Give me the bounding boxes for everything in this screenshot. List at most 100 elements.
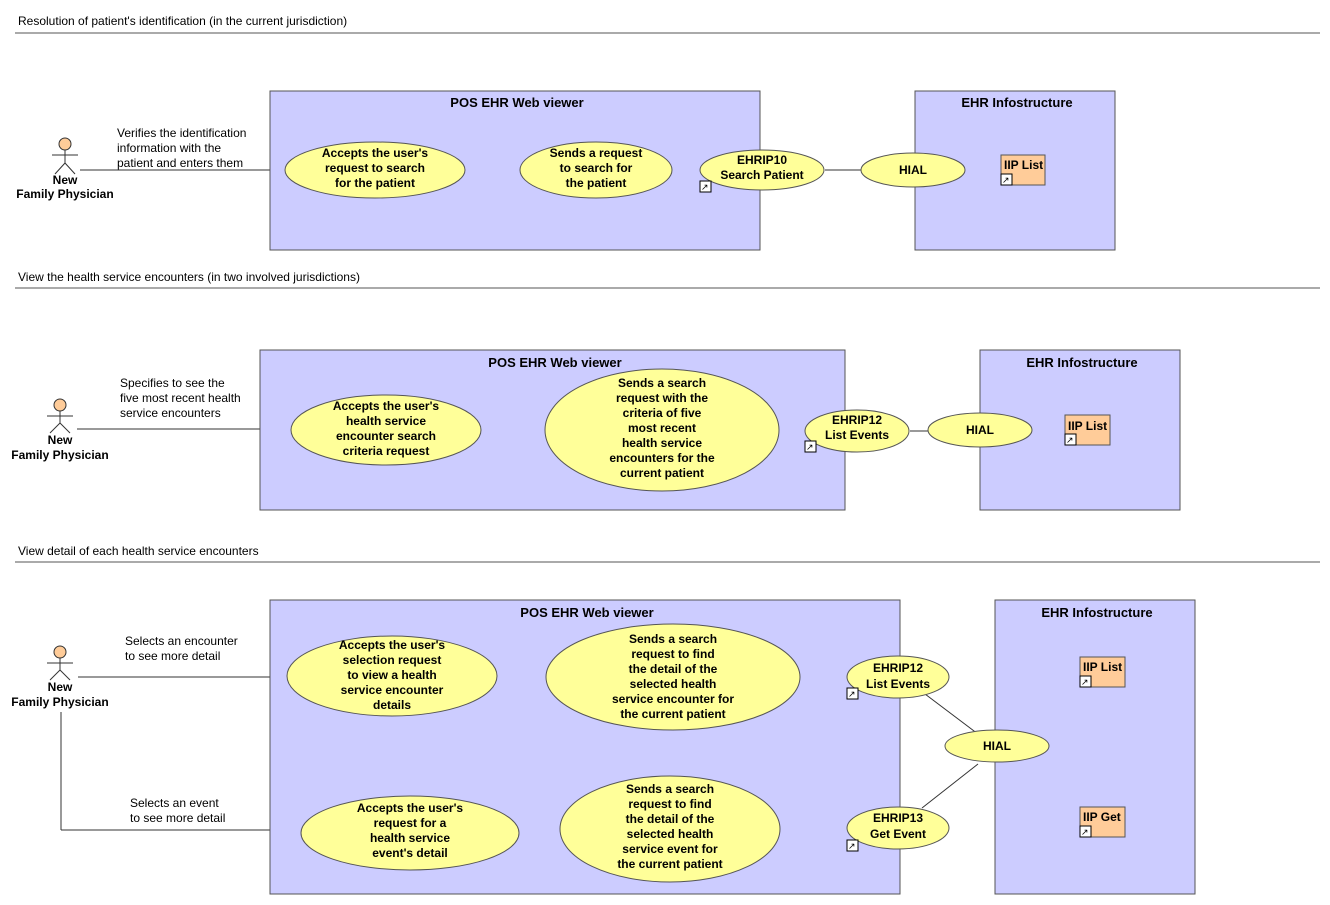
system-title: POS EHR Web viewer <box>488 355 621 370</box>
component-iip-get[interactable]: IIP Get ↗ <box>1079 806 1126 838</box>
note-line: to see more detail <box>130 811 225 825</box>
interaction-ehrip12[interactable]: EHRIP12 List Events ↗ <box>846 655 950 700</box>
usecase-label-line: Sends a search <box>626 782 714 796</box>
shortcut-link-icon[interactable]: ↗ <box>699 180 712 193</box>
note-line: service encounters <box>120 406 221 420</box>
usecase-label-line: for the patient <box>335 176 415 190</box>
component-label: IIP List <box>1083 660 1122 674</box>
actor-label-line: New <box>48 680 73 694</box>
interaction-label-line: EHRIP13 <box>873 811 923 825</box>
usecase-hial[interactable]: HIAL <box>927 412 1033 448</box>
interaction-ehrip12[interactable]: EHRIP12 List Events ↗ <box>804 409 910 453</box>
note-line: to see more detail <box>125 649 220 663</box>
interaction-ehrip13[interactable]: EHRIP13 Get Event ↗ <box>846 806 950 852</box>
svg-text:↗: ↗ <box>1002 176 1010 186</box>
actor-note: Selects an encounter to see more detail <box>125 634 238 663</box>
usecase-label-line: details <box>373 698 411 712</box>
actor-label-line: Family Physician <box>16 187 113 201</box>
note-line: five most recent health <box>120 391 241 405</box>
usecase-label-line: the patient <box>566 176 627 190</box>
component-iip-list[interactable]: IIP List ↗ <box>1064 414 1111 446</box>
svg-text:↗: ↗ <box>848 842 856 852</box>
actor-note: Verifies the identification information … <box>117 126 246 170</box>
interaction-label-line: Get Event <box>870 827 926 841</box>
actor-label-line: Family Physician <box>11 695 108 709</box>
interaction-link <box>924 693 979 735</box>
usecase-label-line: Sends a search <box>618 376 706 390</box>
usecase-label-line: Accepts the user's <box>333 399 440 413</box>
interaction-label-line: Search Patient <box>720 168 803 182</box>
actor-head-icon <box>53 398 67 412</box>
system-title: POS EHR Web viewer <box>450 95 583 110</box>
hial-label: HIAL <box>966 423 994 437</box>
shortcut-link-icon[interactable]: ↗ <box>1079 825 1092 838</box>
svg-text:↗: ↗ <box>848 690 856 700</box>
usecase-label-line: request to find <box>631 647 714 661</box>
usecase-label-line: the current patient <box>617 857 722 871</box>
usecase-accept-search-request[interactable]: Accepts the user's request to search for… <box>284 141 466 199</box>
shortcut-link-icon[interactable]: ↗ <box>1064 433 1077 446</box>
shortcut-link-icon[interactable]: ↗ <box>1079 675 1092 688</box>
actor-label-line: Family Physician <box>11 448 108 462</box>
component-label: IIP List <box>1004 158 1043 172</box>
usecase-label-line: criteria request <box>343 444 430 458</box>
note-line: Selects an encounter <box>125 634 238 648</box>
usecase-label-line: the detail of the <box>626 812 715 826</box>
interaction-link <box>921 763 979 809</box>
section-resolution-identification: Resolution of patient's identification (… <box>15 14 1320 251</box>
actor-head-icon <box>53 645 67 659</box>
component-label: IIP Get <box>1083 810 1121 824</box>
usecase-send-search-request[interactable]: Sends a request to search for the patien… <box>519 141 673 199</box>
usecase-label-line: request to search <box>325 161 425 175</box>
actor-head-icon <box>58 137 72 151</box>
usecase-label-line: Accepts the user's <box>322 146 429 160</box>
usecase-accept-encounter-search[interactable]: Accepts the user's health service encoun… <box>290 394 482 466</box>
usecase-label-line: the current patient <box>620 707 725 721</box>
usecase-hial[interactable]: HIAL <box>944 729 1050 763</box>
usecase-label-line: health service <box>370 831 450 845</box>
shortcut-link-icon[interactable]: ↗ <box>846 839 859 852</box>
usecase-label-line: Sends a request <box>550 146 643 160</box>
usecase-label-line: criteria of five <box>623 406 702 420</box>
interaction-label-line: EHRIP10 <box>737 153 787 167</box>
usecase-label-line: current patient <box>620 466 704 480</box>
note-line: Selects an event <box>130 796 219 810</box>
section-view-encounters: View the health service encounters (in t… <box>11 270 1320 511</box>
usecase-label-line: Sends a search <box>629 632 717 646</box>
actor-new-family-physician[interactable]: New Family Physician <box>16 137 114 201</box>
hial-label: HIAL <box>899 163 927 177</box>
section-title: Resolution of patient's identification (… <box>18 14 347 28</box>
component-iip-list[interactable]: IIP List ↗ <box>1079 656 1126 688</box>
hial-label: HIAL <box>983 739 1011 753</box>
usecase-label-line: service encounter <box>341 683 444 697</box>
interaction-ehrip10[interactable]: EHRIP10 Search Patient ↗ <box>699 149 825 193</box>
usecase-label-line: event's detail <box>372 846 448 860</box>
section-title: View detail of each health service encou… <box>18 544 259 558</box>
usecase-send-encounter-search[interactable]: Sends a search request with the criteria… <box>544 368 780 492</box>
shortcut-link-icon[interactable]: ↗ <box>804 440 817 453</box>
svg-text:↗: ↗ <box>701 183 709 193</box>
section-title: View the health service encounters (in t… <box>18 270 360 284</box>
usecase-accept-event-request[interactable]: Accepts the user's request for a health … <box>300 795 520 871</box>
shortcut-link-icon[interactable]: ↗ <box>1000 173 1013 186</box>
interaction-label-line: EHRIP12 <box>873 661 923 675</box>
note-line: Verifies the identification <box>117 126 246 140</box>
usecase-hial[interactable]: HIAL <box>860 152 966 188</box>
usecase-label-line: request with the <box>616 391 708 405</box>
usecase-label-line: to view a health <box>347 668 436 682</box>
note-line: Specifies to see the <box>120 376 225 390</box>
usecase-label-line: Accepts the user's <box>357 801 464 815</box>
system-title: POS EHR Web viewer <box>520 605 653 620</box>
usecase-send-encounter-detail-search[interactable]: Sends a search request to find the detai… <box>545 623 801 731</box>
usecase-send-event-detail-search[interactable]: Sends a search request to find the detai… <box>559 775 781 883</box>
component-iip-list[interactable]: IIP List ↗ <box>1000 154 1046 186</box>
usecase-accept-selection-request[interactable]: Accepts the user's selection request to … <box>286 635 498 717</box>
actor-note: Specifies to see the five most recent he… <box>120 376 241 420</box>
actor-new-family-physician[interactable]: New Family Physician <box>11 398 109 462</box>
actor-new-family-physician[interactable]: New Family Physician <box>11 645 109 709</box>
interaction-label-line: List Events <box>825 428 889 442</box>
shortcut-link-icon[interactable]: ↗ <box>846 687 859 700</box>
usecase-label-line: service event for <box>622 842 718 856</box>
usecase-label-line: Accepts the user's <box>339 638 446 652</box>
